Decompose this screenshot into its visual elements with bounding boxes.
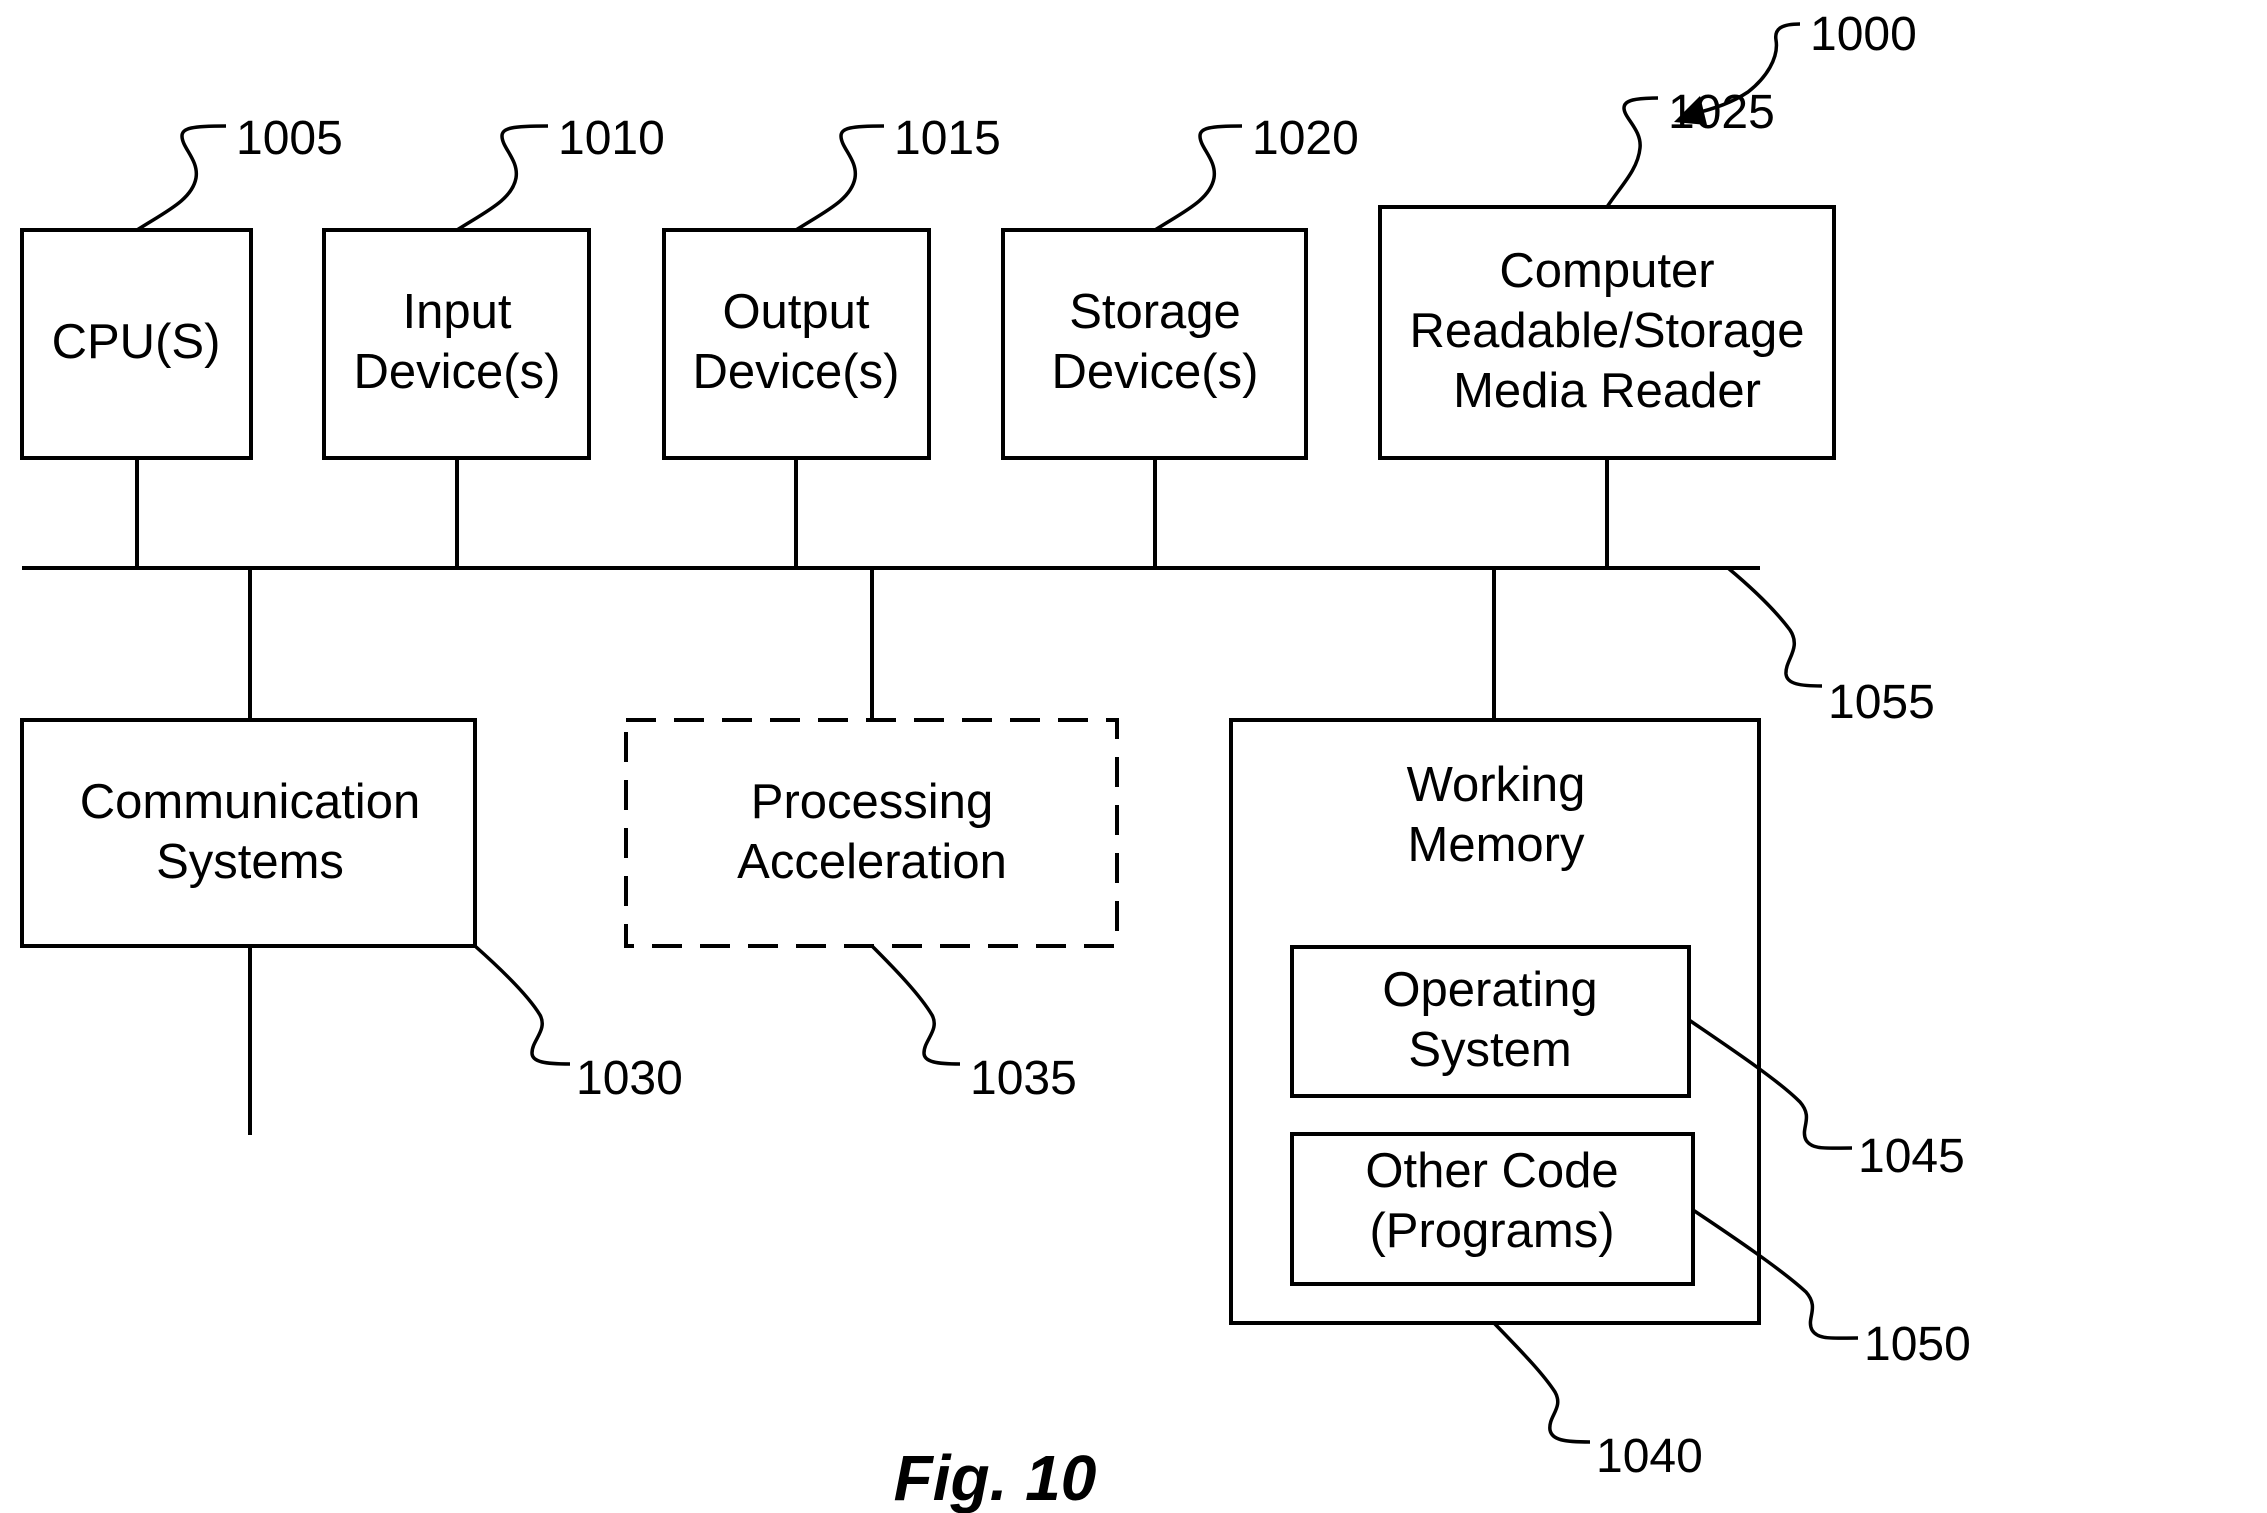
- input-label-line1: Input: [403, 285, 512, 339]
- storage-devices-block: Storage Device(s): [1003, 230, 1306, 458]
- ref-1050: 1050: [1864, 1318, 1971, 1371]
- output-devices-block: Output Device(s): [664, 230, 929, 458]
- leader-1005: [137, 126, 226, 230]
- ref-1025: 1025: [1668, 86, 1775, 139]
- ref-1055: 1055: [1828, 676, 1935, 729]
- ref-1000: 1000: [1810, 8, 1917, 61]
- output-label-line2: Device(s): [693, 345, 900, 399]
- ref-1035: 1035: [970, 1052, 1077, 1105]
- leader-1010: [457, 126, 548, 230]
- reader-label-line1: Computer: [1499, 244, 1714, 298]
- communication-systems-block: Communication Systems: [22, 720, 475, 946]
- memory-label-line1: Working: [1407, 758, 1586, 812]
- ref-1045: 1045: [1858, 1130, 1965, 1183]
- accel-label-line1: Processing: [751, 775, 993, 829]
- storage-label-line1: Storage: [1069, 285, 1241, 339]
- code-label-line1: Other Code: [1365, 1144, 1618, 1198]
- leader-1040: [1494, 1323, 1590, 1442]
- os-label-line1: Operating: [1382, 963, 1597, 1017]
- operating-system-block: Operating System: [1292, 947, 1689, 1096]
- accel-label-line2: Acceleration: [737, 835, 1007, 889]
- figure-caption: Fig. 10: [894, 1442, 1097, 1513]
- input-label-line2: Device(s): [354, 345, 561, 399]
- memory-label-line2: Memory: [1408, 818, 1585, 872]
- leader-1025: [1607, 98, 1658, 207]
- os-label-line2: System: [1408, 1023, 1571, 1077]
- ref-1010: 1010: [558, 112, 665, 165]
- input-devices-block: Input Device(s): [324, 230, 589, 458]
- ref-1015: 1015: [894, 112, 1001, 165]
- code-label-line2: (Programs): [1369, 1204, 1614, 1258]
- ref-1030: 1030: [576, 1052, 683, 1105]
- leader-1015: [796, 126, 884, 230]
- comm-label-line2: Systems: [156, 835, 344, 889]
- leader-1020: [1155, 126, 1242, 230]
- ref-1005: 1005: [236, 112, 343, 165]
- leader-1030: [475, 946, 570, 1064]
- storage-label-line2: Device(s): [1052, 345, 1259, 399]
- processing-acceleration-block: Processing Acceleration: [626, 720, 1117, 946]
- leader-1035: [872, 946, 960, 1064]
- cpu-block: CPU(S): [22, 230, 251, 458]
- comm-label-line1: Communication: [80, 775, 420, 829]
- other-code-block: Other Code (Programs): [1292, 1134, 1693, 1284]
- cpu-label: CPU(S): [52, 315, 221, 369]
- media-reader-block: Computer Readable/Storage Media Reader: [1380, 207, 1834, 458]
- leader-1055: [1728, 568, 1822, 686]
- output-label-line1: Output: [722, 285, 869, 339]
- reader-label-line2: Readable/Storage: [1409, 304, 1804, 358]
- ref-1040: 1040: [1596, 1430, 1703, 1483]
- reader-label-line3: Media Reader: [1453, 364, 1761, 418]
- ref-1020: 1020: [1252, 112, 1359, 165]
